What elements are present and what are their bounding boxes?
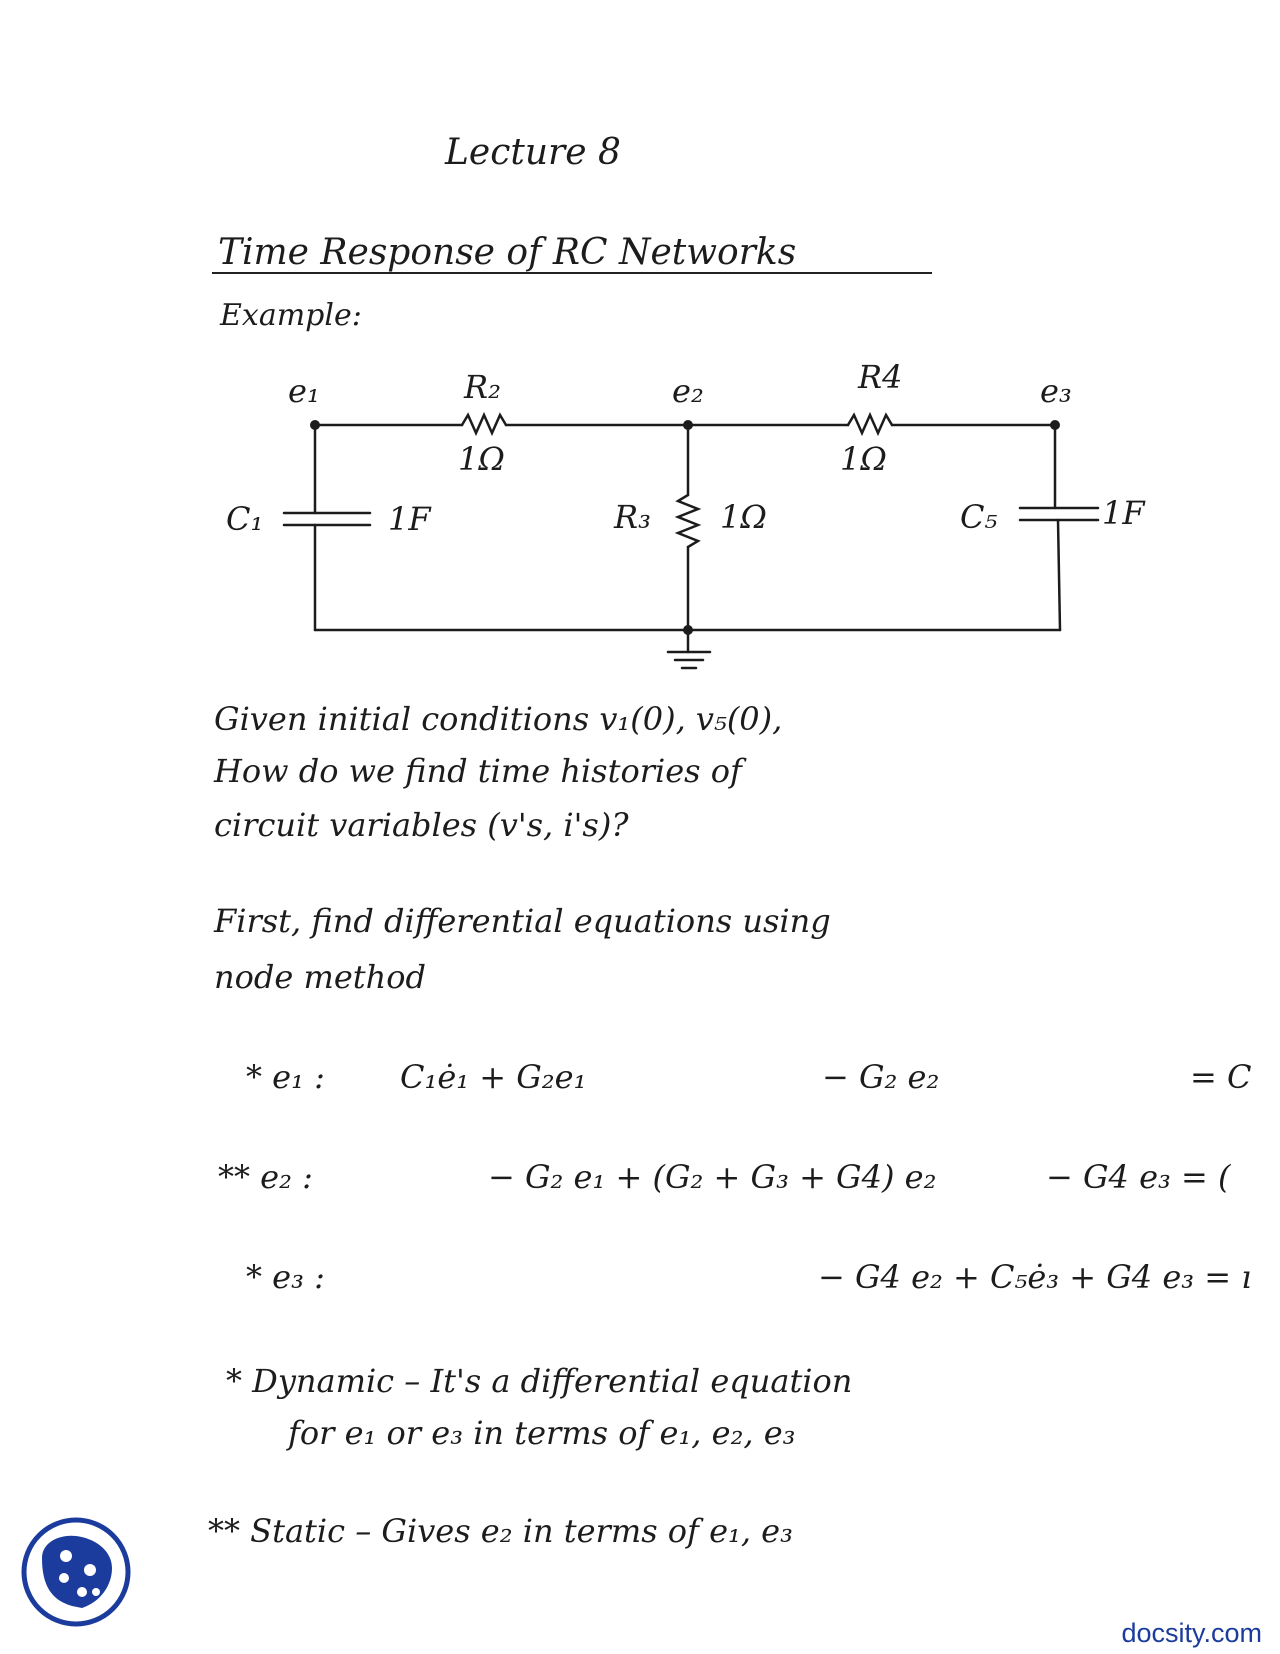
question-line-3: circuit variables (v's, i's)? [214, 806, 629, 844]
question-line-2: How do we find time histories of [214, 752, 742, 790]
node-e3-dot [1050, 420, 1060, 430]
question-line-1: Given initial conditions v₁(0), v₅(0), [214, 700, 783, 738]
equation-3-mid: − G4 e₂ + C₅ė₃ + G4 e₃ = ı [818, 1258, 1252, 1296]
method-line-1: First, find differential equations using [214, 902, 831, 940]
docsity-watermark[interactable]: docsity.com [1121, 1618, 1262, 1648]
lecture-title: Lecture 8 [445, 132, 621, 173]
section-heading: Time Response of RC Networks [218, 232, 797, 273]
node-e2-dot [683, 420, 693, 430]
label-c1: C₁ [226, 500, 263, 538]
label-c1-value: 1F [388, 500, 432, 538]
label-node-e2: e₂ [672, 372, 704, 410]
example-label: Example: [220, 298, 362, 333]
label-c5-value: 1F [1102, 494, 1146, 532]
ground-node-dot [683, 625, 693, 635]
label-r2: R₂ [463, 368, 501, 406]
label-c5: C₅ [960, 498, 997, 536]
dynamic-note-line-2: for e₁ or e₃ in terms of e₁, e₂, e₃ [288, 1414, 796, 1452]
label-r4-value: 1Ω [840, 440, 887, 478]
label-node-e1: e₁ [288, 372, 320, 410]
dynamic-note-line-1: * Dynamic – It's a differential equation [226, 1362, 853, 1400]
resistor-r3 [674, 493, 702, 549]
equation-2-mid: − G₂ e₁ + (G₂ + G₃ + G4) e₂ [488, 1158, 937, 1196]
resistor-r4 [846, 411, 894, 437]
equation-1-label: * e₁ : [246, 1058, 325, 1096]
label-r3-value: 1Ω [720, 498, 767, 536]
equation-1-lhs: C₁ė₁ + G₂e₁ [400, 1058, 587, 1096]
heading-underline [212, 272, 932, 274]
equation-2-rhs: − G4 e₃ = ( [1046, 1158, 1231, 1196]
label-node-e3: e₃ [1040, 372, 1072, 410]
equation-2-label: ** e₂ : [218, 1158, 313, 1196]
label-r2-value: 1Ω [458, 440, 505, 478]
node-e1-dot [310, 420, 320, 430]
equation-1-rhs: = C [1190, 1058, 1252, 1096]
docsity-logo-icon [21, 1517, 131, 1627]
wire-c5-bottom [1056, 518, 1062, 632]
resistor-r2 [460, 411, 508, 437]
static-note: ** Static – Gives e₂ in terms of e₁, e₃ [208, 1512, 793, 1550]
equation-3-label: * e₃ : [246, 1258, 325, 1296]
equation-1-mid: − G₂ e₂ [822, 1058, 940, 1096]
label-r3: R₃ [613, 498, 651, 536]
label-r4: R4 [857, 358, 902, 396]
method-line-2: node method [214, 958, 426, 996]
rc-circuit-diagram: e₁ e₂ e₃ R₂ 1Ω R4 1Ω R₃ 1Ω C₁ 1F C₅ 1F [226, 358, 1146, 670]
